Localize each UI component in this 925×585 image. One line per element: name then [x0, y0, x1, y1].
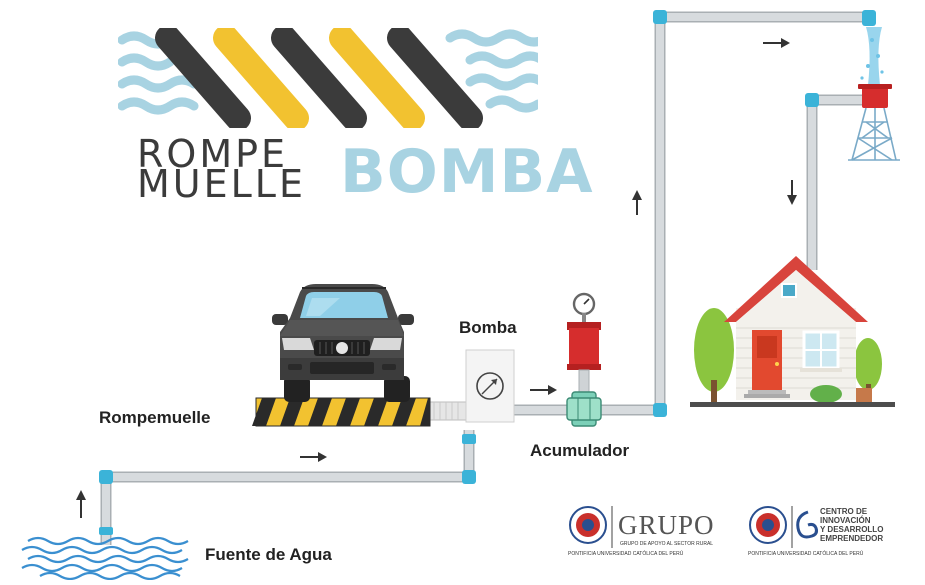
arrow-right-icon — [300, 452, 327, 462]
arrow-right-icon — [763, 38, 790, 48]
logo-rompe-text: ROMPE — [137, 132, 289, 176]
logo-graphic — [118, 28, 538, 128]
logo-muelle-text: MUELLE — [137, 162, 306, 206]
arrow-down-icon — [787, 180, 797, 205]
centro-line4: EMPRENDEDOR — [820, 534, 884, 543]
grupo-subtitle: GRUPO DE APOYO AL SECTOR RURAL — [620, 541, 714, 547]
seal-icon — [749, 506, 818, 548]
water-tower-icon — [848, 27, 900, 161]
grupo-university: PONTIFICIA UNIVERSIDAD CATÓLICA DEL PERÚ — [568, 551, 684, 557]
centro-line2: INNOVACIÓN — [820, 516, 871, 525]
centro-line3: Y DESARROLLO — [820, 525, 884, 534]
pipe-elbows — [99, 10, 876, 535]
pipe-network — [100, 11, 870, 545]
logo-bomba-text: BOMBA — [340, 137, 594, 207]
label-bomba: Bomba — [459, 318, 517, 337]
grupo-name: GRUPO — [618, 510, 715, 540]
logo-waves-right — [445, 29, 538, 113]
arrow-up-icon — [76, 490, 86, 518]
pump-icon — [427, 349, 515, 423]
label-rompemuelle: Rompemuelle — [99, 408, 211, 427]
label-acumulador: Acumulador — [530, 441, 630, 460]
accumulator-icon — [566, 292, 602, 427]
water-source — [21, 536, 189, 581]
arrow-right-icon — [530, 385, 557, 395]
centro-line1: CENTRO DE — [820, 507, 868, 516]
label-fuente-de-agua: Fuente de Agua — [205, 545, 332, 564]
speed-bump-icon — [252, 397, 431, 427]
seal-icon — [569, 506, 613, 548]
centro-university: PONTIFICIA UNIVERSIDAD CATÓLICA DEL PERÚ — [748, 551, 864, 557]
flow-arrows — [76, 38, 797, 518]
car-icon — [272, 284, 414, 402]
logo-stripes — [155, 28, 483, 128]
arrow-up-icon — [632, 190, 642, 215]
house-icon — [690, 256, 895, 407]
